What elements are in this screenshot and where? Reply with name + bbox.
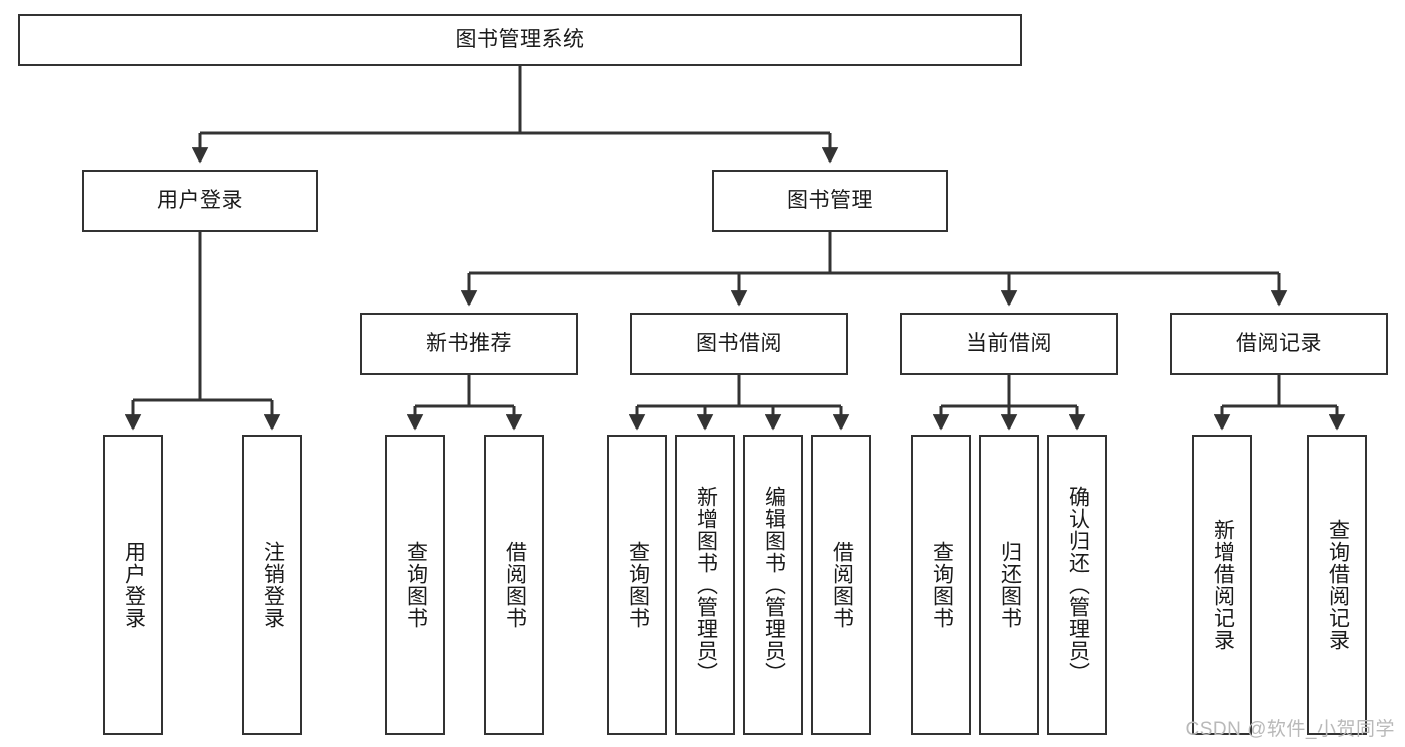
node-label: 借阅图书: [830, 541, 854, 629]
node-label: 注销登录: [261, 541, 285, 629]
node-label: 确认归还（管理员）: [1066, 486, 1090, 684]
node-current-borrowing[interactable]: 当前借阅: [900, 313, 1118, 375]
node-label: 查询图书: [626, 541, 650, 629]
node-leaf-query-borrowing-record[interactable]: 查询借阅记录: [1307, 435, 1367, 735]
node-label: 图书借阅: [696, 332, 782, 356]
node-label: 新增借阅记录: [1211, 519, 1235, 651]
node-leaf-query-book-current[interactable]: 查询图书: [911, 435, 971, 735]
node-label: 查询图书: [404, 541, 428, 629]
node-leaf-query-book-borrowing[interactable]: 查询图书: [607, 435, 667, 735]
node-label: 借阅记录: [1236, 332, 1322, 356]
node-leaf-edit-book-admin[interactable]: 编辑图书（管理员）: [743, 435, 803, 735]
node-leaf-confirm-return-admin[interactable]: 确认归还（管理员）: [1047, 435, 1107, 735]
node-label: 归还图书: [998, 541, 1022, 629]
node-book-borrowing[interactable]: 图书借阅: [630, 313, 848, 375]
node-label: 借阅图书: [503, 541, 527, 629]
node-leaf-return-book[interactable]: 归还图书: [979, 435, 1039, 735]
node-label: 新增图书（管理员）: [694, 486, 718, 684]
node-label: 新书推荐: [426, 332, 512, 356]
node-book-management[interactable]: 图书管理: [712, 170, 948, 232]
node-label: 当前借阅: [966, 332, 1052, 356]
node-label: 用户登录: [122, 541, 146, 629]
node-label: 编辑图书（管理员）: [762, 486, 786, 684]
node-label: 查询借阅记录: [1326, 519, 1350, 651]
node-label: 图书管理: [787, 189, 873, 213]
node-leaf-borrow-book-borrowing[interactable]: 借阅图书: [811, 435, 871, 735]
node-leaf-add-borrowing-record[interactable]: 新增借阅记录: [1192, 435, 1252, 735]
node-new-book-recommendation[interactable]: 新书推荐: [360, 313, 578, 375]
node-leaf-query-book-recommendation[interactable]: 查询图书: [385, 435, 445, 735]
node-leaf-add-book-admin[interactable]: 新增图书（管理员）: [675, 435, 735, 735]
node-user-login[interactable]: 用户登录: [82, 170, 318, 232]
node-label: 查询图书: [930, 541, 954, 629]
node-label: 图书管理系统: [455, 28, 585, 52]
node-leaf-borrow-book-recommendation[interactable]: 借阅图书: [484, 435, 544, 735]
node-leaf-logout[interactable]: 注销登录: [242, 435, 302, 735]
node-root-book-management-system[interactable]: 图书管理系统: [18, 14, 1022, 66]
node-borrowing-record[interactable]: 借阅记录: [1170, 313, 1388, 375]
node-leaf-user-login[interactable]: 用户登录: [103, 435, 163, 735]
node-label: 用户登录: [157, 189, 243, 213]
